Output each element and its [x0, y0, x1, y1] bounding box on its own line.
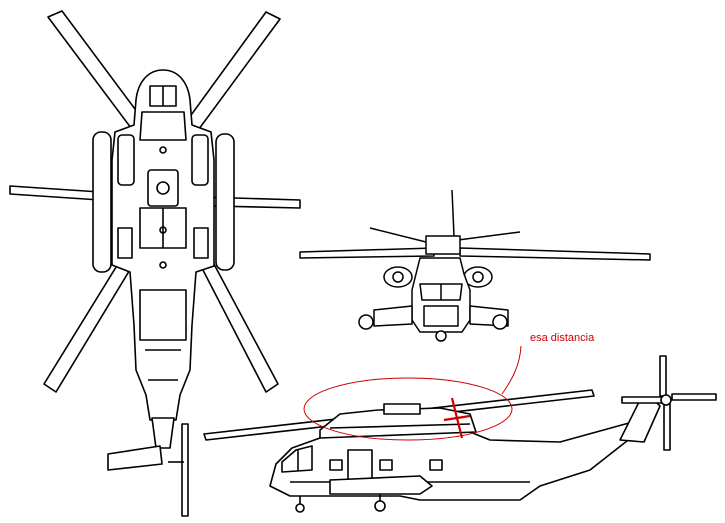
- front-blade-upper-left: [369, 227, 435, 245]
- front-engine-left: [383, 266, 413, 288]
- top-nose-frame: [139, 111, 187, 141]
- top-aft-panel: [139, 289, 187, 341]
- front-view: [299, 189, 651, 342]
- front-windscreen: [419, 283, 463, 301]
- top-cockpit: [149, 85, 177, 107]
- top-hatch-2: [159, 226, 167, 234]
- side-tail-rotor-blade-up: [659, 355, 667, 397]
- top-left-sponson: [92, 131, 112, 273]
- side-window-3: [429, 459, 443, 471]
- front-rotor-head: [425, 235, 461, 255]
- front-rotor-blade-right: [459, 247, 651, 261]
- side-engine-line: [329, 423, 471, 429]
- top-hatch-3: [159, 261, 167, 269]
- front-intake-left: [392, 271, 404, 283]
- side-cockpit-windows: [281, 445, 313, 473]
- side-tail-rotor-hub: [660, 394, 672, 406]
- front-mast-top: [451, 189, 455, 237]
- front-blade-upper-right: [457, 231, 521, 241]
- top-view: [9, 10, 301, 517]
- annotation: esa distancia: [303, 332, 595, 441]
- annotation-label: esa distancia: [530, 332, 595, 344]
- top-engine-right: [191, 134, 209, 186]
- top-hub-center: [156, 181, 170, 195]
- top-intake-right: [193, 227, 209, 259]
- side-window-2: [379, 459, 393, 471]
- front-sponson-left: [373, 305, 413, 327]
- front-wheel-nose: [435, 330, 447, 342]
- side-rotor-head: [383, 403, 421, 415]
- top-tail-boom: [151, 417, 175, 449]
- top-intake-left: [117, 227, 133, 259]
- front-nose-panel: [423, 305, 459, 327]
- side-tail-rotor-blade-left: [621, 396, 663, 404]
- front-rotor-blade-left: [299, 247, 435, 259]
- side-main-wheel: [374, 500, 386, 512]
- top-right-sponson: [215, 133, 235, 271]
- annotation-leader-line: [501, 345, 522, 395]
- side-view: [203, 355, 717, 513]
- top-engine-left: [117, 134, 135, 186]
- top-rotor-hub: [147, 169, 179, 207]
- side-tail-rotor: [621, 355, 717, 451]
- side-sponson: [329, 475, 433, 495]
- top-hatch-1: [159, 146, 167, 154]
- annotation-marker-stroke-2: [443, 414, 471, 422]
- top-tail-rotor: [181, 423, 189, 517]
- side-tail-rotor-blade-down: [663, 403, 671, 451]
- front-wheel-right: [492, 314, 508, 330]
- side-window-1: [329, 459, 343, 471]
- side-tail-fin: [619, 397, 661, 443]
- front-intake-right: [472, 271, 484, 283]
- side-nose-wheel: [295, 503, 305, 513]
- front-wheel-left: [358, 314, 374, 330]
- top-tail-stabilizer: [107, 445, 163, 471]
- annotation-ellipse: [303, 377, 513, 441]
- side-tail-rotor-blade-right: [671, 393, 717, 401]
- annotation-marker: [443, 397, 471, 439]
